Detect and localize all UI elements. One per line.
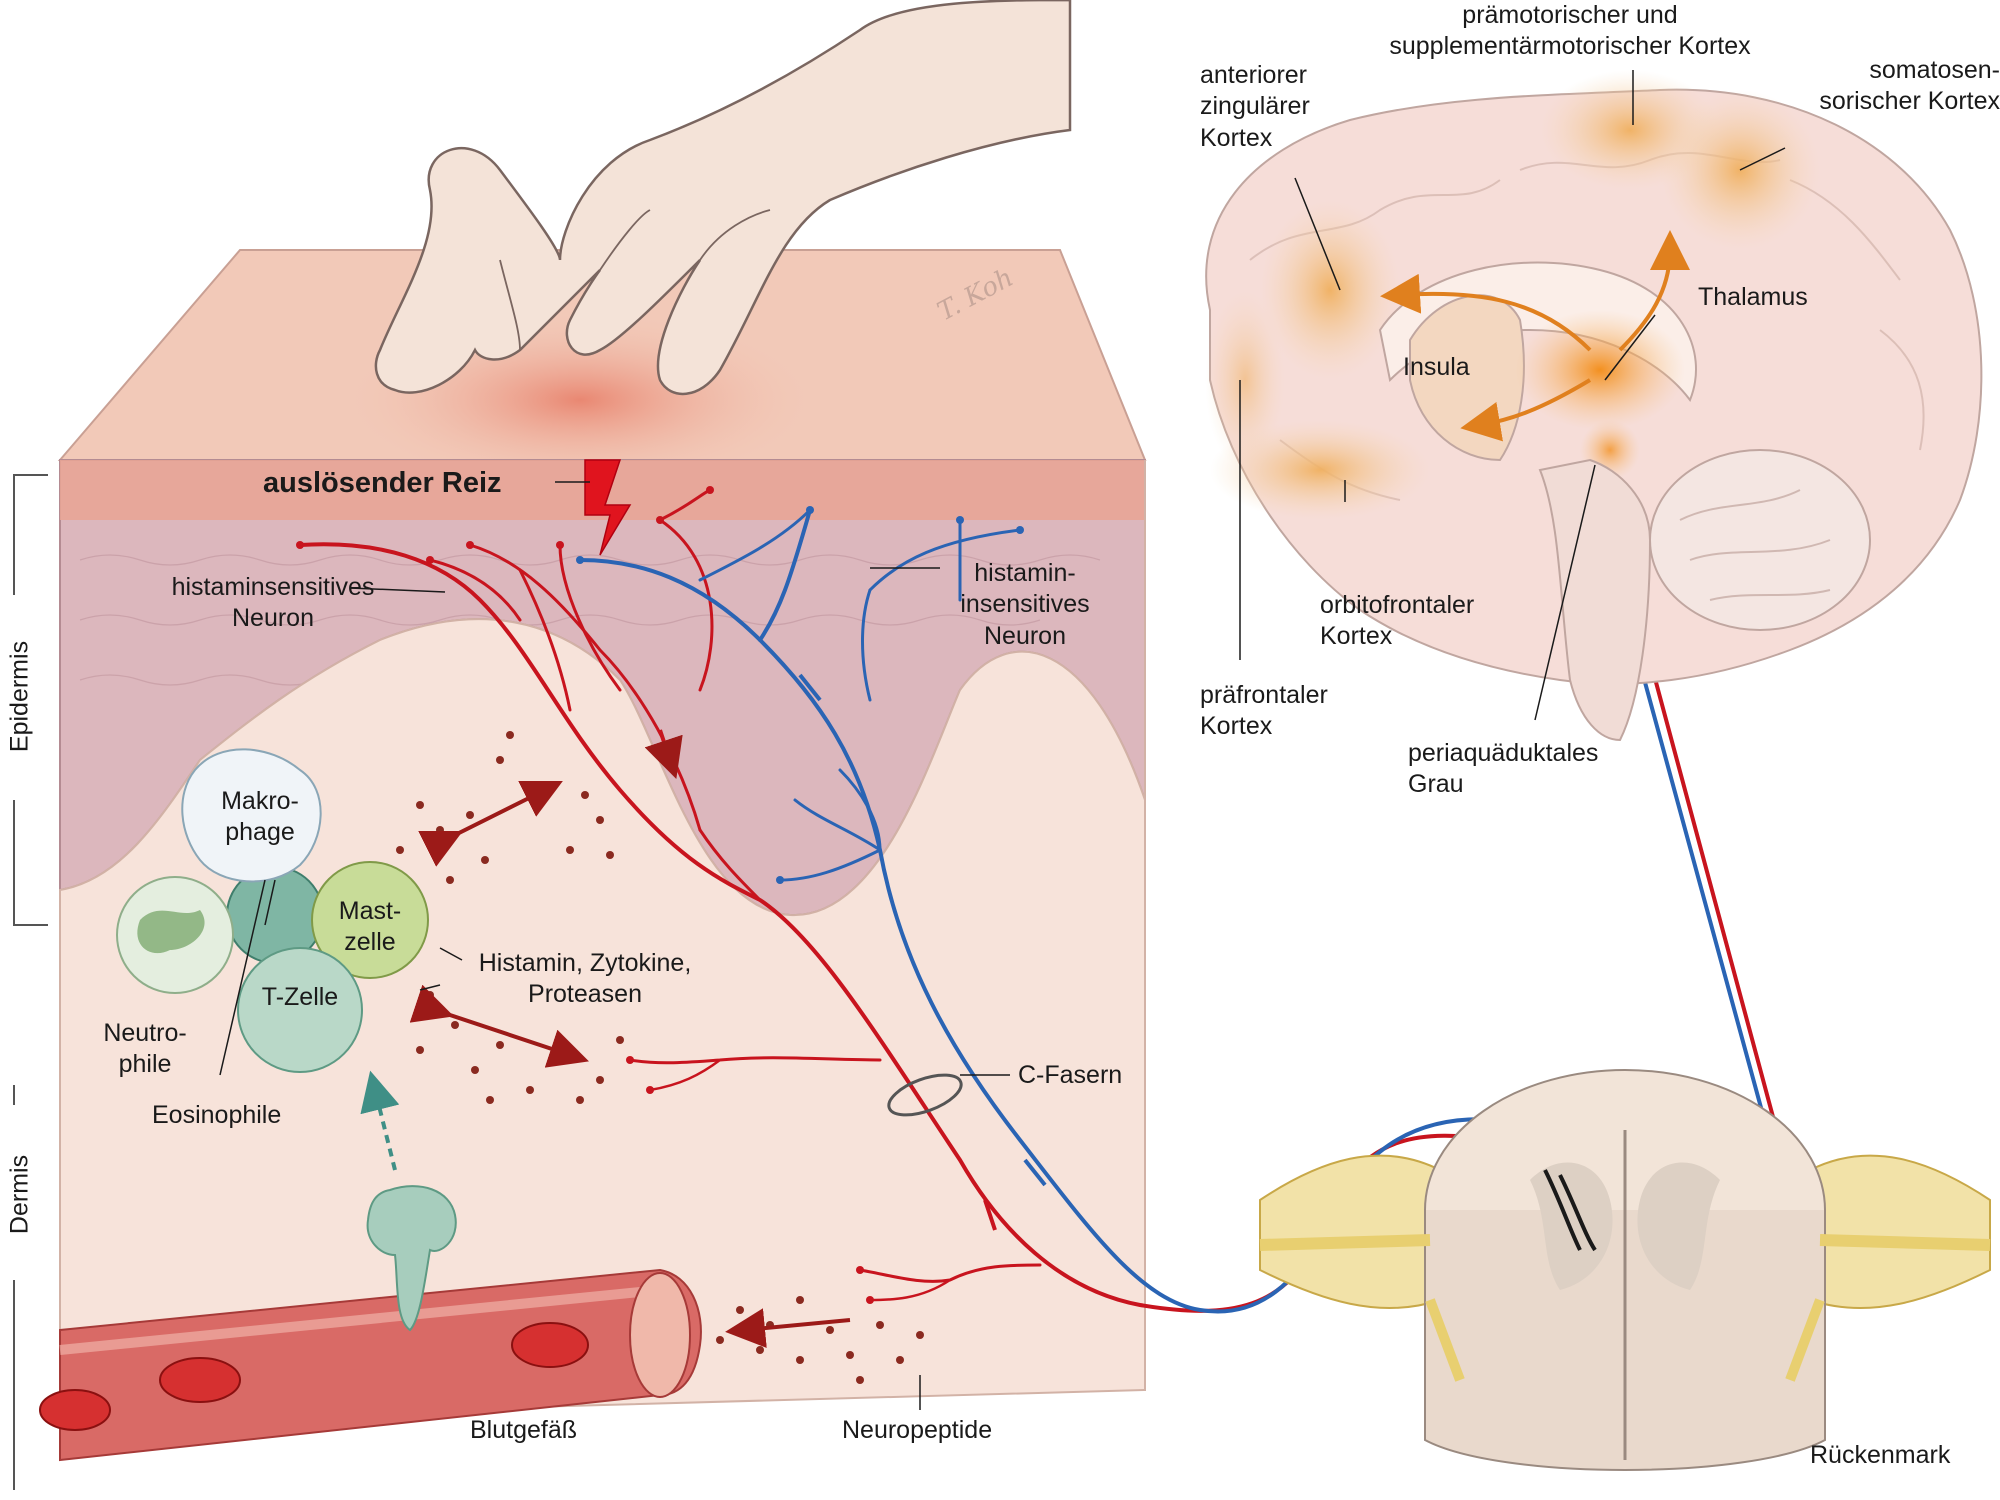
macrophage-label: Makro- phage <box>221 787 299 847</box>
epidermis-side-label: Epidermis <box>5 640 34 753</box>
red-blood-cell <box>511 1322 589 1368</box>
c-fiber-ring <box>887 1073 963 1117</box>
mast-cell <box>311 861 429 979</box>
dermis-side-label: Dermis <box>5 1154 34 1235</box>
extravasating-t-cell <box>366 1185 457 1332</box>
stimulus-label: auslösender Reiz <box>263 467 502 499</box>
insula-label: Insula <box>1403 353 1470 381</box>
histamine-insensitive-neuron-label: histamin- insensitives Neuron <box>960 559 1090 650</box>
neuropeptides-label: Neuropeptide <box>842 1416 993 1444</box>
periaqueductal-gray-label: periaquäduktales Grau <box>1408 739 1599 799</box>
red-blood-cell <box>159 1357 241 1403</box>
prefrontal-cortex-label: präfrontaler Kortex <box>1200 681 1328 741</box>
scratching-hand <box>374 0 1072 396</box>
premotor-cortex-label: prämotorischer und supplementärmotorisch… <box>1389 1 1751 61</box>
histamine-sensitive-neuron-label: histaminsensitives Neuron <box>171 573 375 633</box>
thalamus-region <box>1515 310 1685 430</box>
blood-vessel-label: Blutgefäß <box>470 1416 578 1444</box>
red-blood-cell <box>39 1389 111 1431</box>
macrophage <box>181 748 322 883</box>
neutrophils-label: Neutro- phile <box>103 1019 187 1079</box>
orbitofrontal-cortex-label: orbitofrontaler Kortex <box>1320 591 1475 651</box>
c-fibers-label: C-Fasern <box>1018 1061 1123 1089</box>
layer-brackets <box>13 474 48 1490</box>
spinal-cord <box>1259 1069 1991 1471</box>
cerebellum <box>1649 449 1871 631</box>
mast-cell-label: Mast- zelle <box>338 897 402 957</box>
somatosensory-cortex-label: somatosen- sorischer Kortex <box>1819 56 2000 116</box>
immune-cells <box>116 748 429 1073</box>
anterior-cingulate-label: anteriorer zingulärer Kortex <box>1200 61 1310 152</box>
thalamus-label: Thalamus <box>1698 283 1808 311</box>
mediators-label: Histamin, Zytokine, Proteasen <box>478 949 692 1009</box>
stimulus-lightning-icon <box>584 459 632 556</box>
skin-block <box>57 249 1147 1422</box>
eosinophils-label: Eosinophile <box>152 1101 282 1129</box>
spinal-cord-label: Rückenmark <box>1810 1441 1951 1469</box>
t-cell <box>237 947 363 1073</box>
t-cell-label: T-Zelle <box>261 983 339 1011</box>
brainstem <box>1538 458 1652 742</box>
blood-vessel <box>39 1185 702 1462</box>
